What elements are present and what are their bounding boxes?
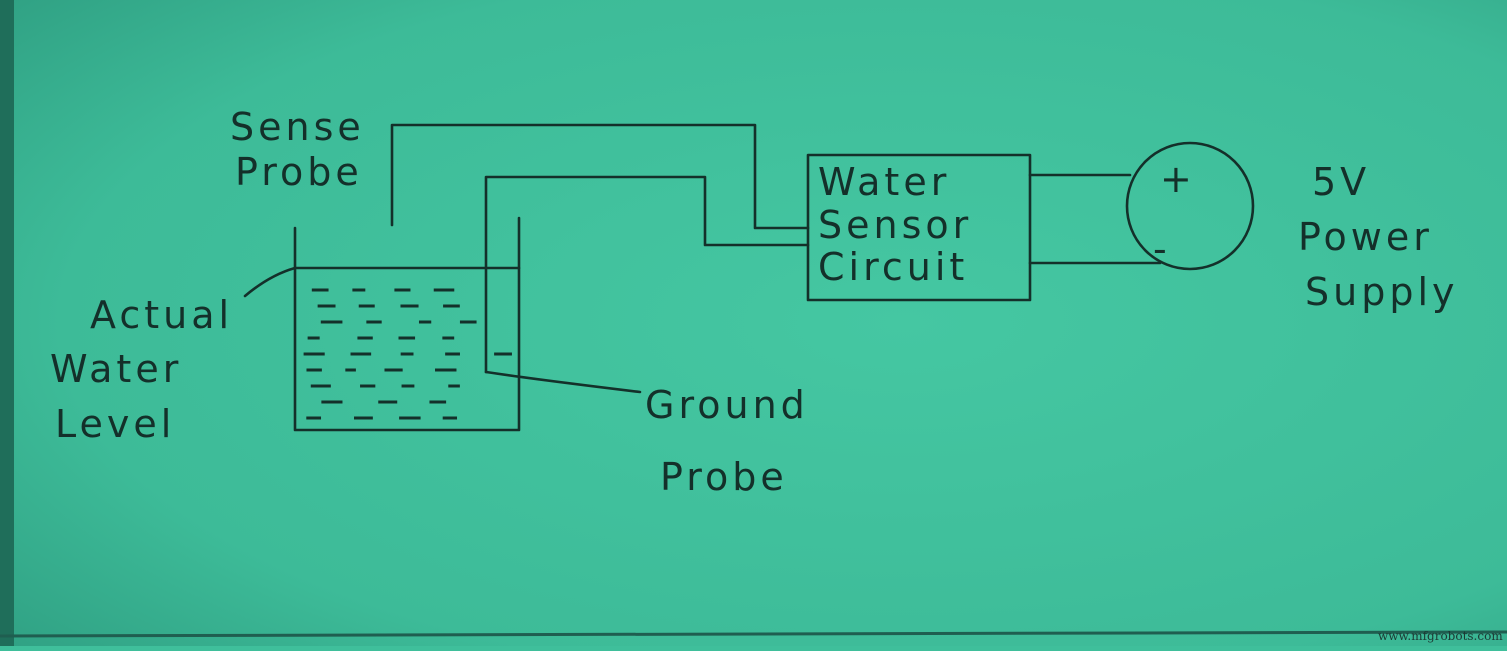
circuit-label-3: Circuit [818,245,968,289]
water-fill [303,288,512,420]
ground-probe-label-1: Ground [645,383,809,427]
water-tank [293,216,521,432]
power-supply-symbol [1125,141,1255,271]
ground-probe-wire [484,175,810,374]
ground-probe-label-2: Probe [660,455,788,499]
water-sensor-circuit-box [806,153,1032,302]
power-supply-label-1: 5V [1312,160,1370,204]
water-level-leader [243,266,297,298]
paper-edge [0,0,14,646]
circuit-label-2: Sensor [818,203,972,247]
circuit-label-1: Water [818,160,950,204]
sense-probe-wire [390,123,810,230]
water-level-label-3: Level [55,402,175,446]
sense-probe-label-2: Probe [235,150,363,194]
power-supply-label-2: Power [1298,215,1433,259]
water-level-label-2: Water [50,347,182,391]
paper-bottom-edge [0,630,1507,638]
sense-probe-label-1: Sense [230,105,365,149]
power-supply-label-3: Supply [1305,270,1459,314]
plus-terminal-label: + [1160,157,1196,201]
ground-probe-leader [484,370,642,394]
watermark: www.mfgrobots.com [1378,629,1503,643]
minus-terminal-label: - [1153,227,1171,271]
water-level-label-1: Actual [90,293,233,337]
